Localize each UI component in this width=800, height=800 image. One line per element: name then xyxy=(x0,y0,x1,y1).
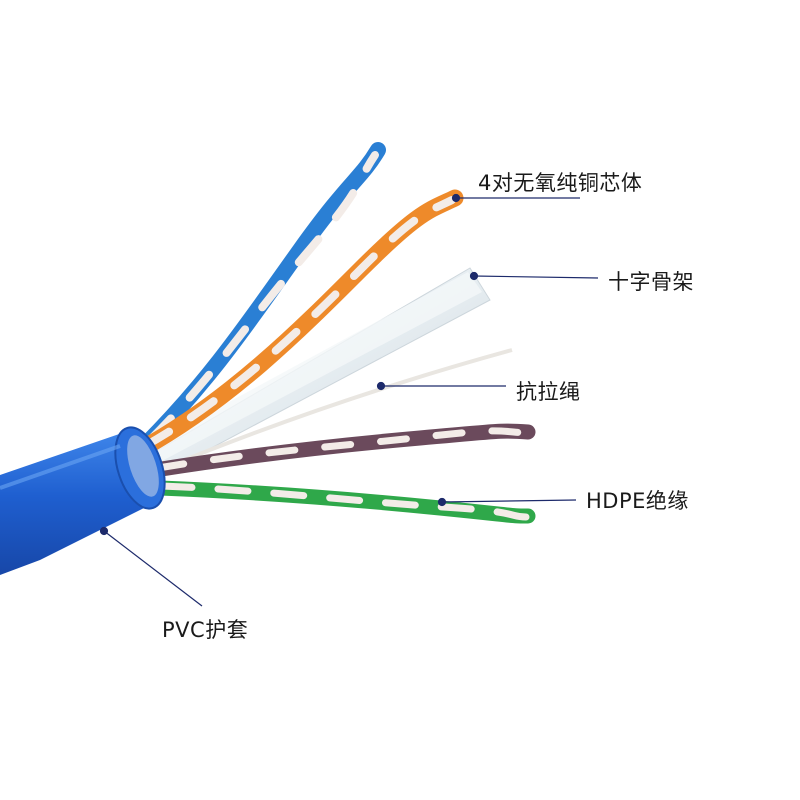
blue-pair xyxy=(137,142,386,453)
dot-rope xyxy=(376,381,386,391)
orange-pair xyxy=(131,189,464,459)
leader-spline xyxy=(473,275,599,279)
label-cross-spline: 十字骨架 xyxy=(608,270,694,294)
dot-spline xyxy=(469,271,479,281)
pvc-jacket xyxy=(0,426,166,575)
label-ripcord: 抗拉绳 xyxy=(516,380,581,404)
leader-hdpe xyxy=(441,499,577,503)
ripcord xyxy=(159,348,513,472)
brown-pair xyxy=(147,423,536,478)
leader-pvc xyxy=(103,530,203,607)
green-pair xyxy=(152,480,536,524)
label-hdpe-insulation: HDPE绝缘 xyxy=(586,489,689,513)
dot-pvc xyxy=(99,526,109,536)
label-pvc-jacket: PVC护套 xyxy=(162,618,249,642)
leader-lines xyxy=(99,193,599,607)
dot-copper xyxy=(451,193,461,203)
dot-hdpe xyxy=(437,497,447,507)
label-copper-core: 4对无氧纯铜芯体 xyxy=(478,171,643,195)
